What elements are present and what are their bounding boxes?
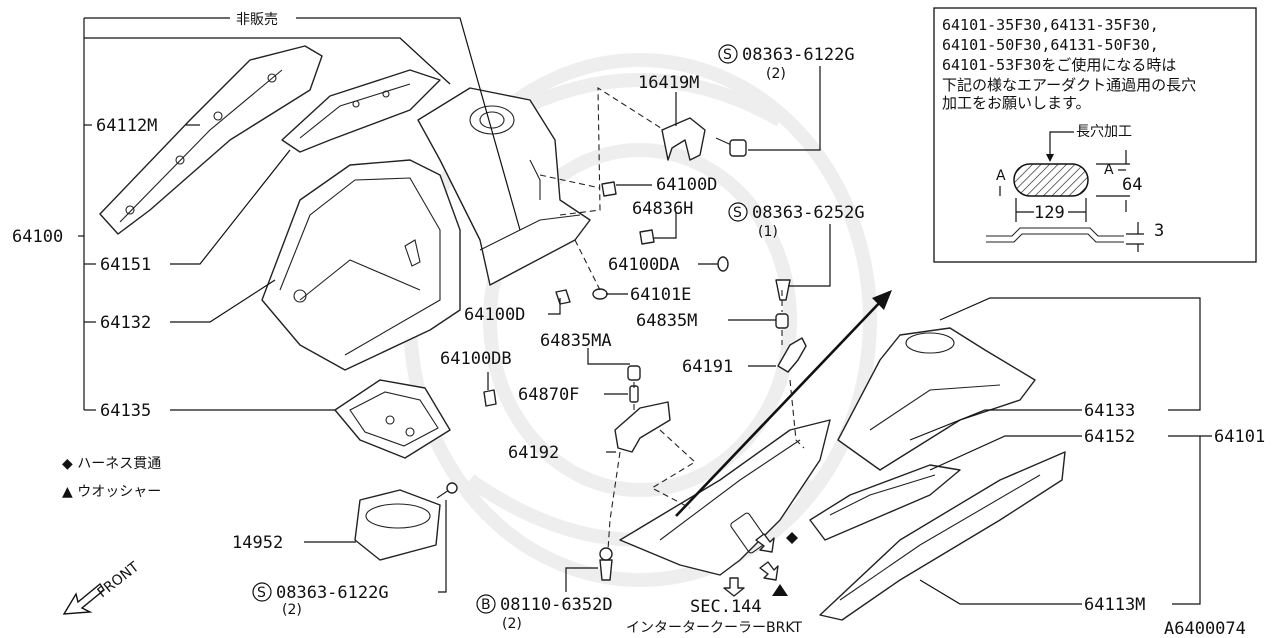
note-line-2: 64101-50F30,64131-50F30, — [942, 36, 1159, 54]
part-label-16419m: 16419M — [638, 73, 699, 93]
part-16419m-drawing — [661, 117, 747, 161]
part-64100-upper-drawing — [417, 87, 591, 286]
dashed-connectors — [539, 86, 805, 551]
s-symbol-mid-text: S — [733, 205, 742, 221]
part-label-64192: 64192 — [508, 443, 559, 463]
part-64132-drawing — [261, 159, 461, 371]
sec144-markers — [723, 532, 798, 597]
dim-3: 3 — [1154, 221, 1164, 241]
s-symbol-bot-text: S — [257, 585, 266, 601]
part-64191-drawing — [777, 337, 807, 373]
part-label-64835m: 64835M — [636, 311, 697, 331]
part-64113m-drawing — [819, 451, 1066, 621]
part-label-14952: 14952 — [232, 533, 283, 553]
part-64151-drawing — [281, 69, 441, 153]
screw-label-08363-mid: 08363-6252G — [752, 203, 865, 223]
leader-lines — [78, 17, 1212, 605]
dim-a-left: A — [996, 168, 1006, 184]
dim-a-right: A — [1104, 162, 1114, 178]
part-64101-drawing — [619, 419, 831, 576]
part-label-64836h: 64836H — [632, 199, 693, 219]
part-64192-drawing — [614, 401, 671, 453]
part-label-64101e: 64101E — [630, 285, 691, 305]
part-label-64835ma: 64835MA — [540, 331, 612, 351]
screw-label-08363-top: 08363-6122G — [742, 45, 855, 65]
note-line-1: 64101-35F30,64131-35F30, — [942, 16, 1159, 34]
sec144-label: SEC.144 — [690, 597, 762, 617]
s-symbol-bot — [252, 582, 272, 602]
note-line-5: 加工をお願いします。 — [942, 94, 1091, 112]
part-label-64870f: 64870F — [518, 385, 579, 405]
part-64135-drawing — [334, 379, 451, 459]
part-64133-drawing — [837, 327, 1036, 471]
bolt-label-08110: 08110-6352D — [500, 595, 613, 615]
front-label: FRONT — [95, 559, 143, 601]
slot-label: 長穴加工 — [1076, 124, 1132, 140]
note-line-4: 下記の様なエアーダクト通過用の長穴 — [942, 76, 1196, 94]
not-for-sale-label: 非販売 — [236, 12, 278, 28]
part-label-64100da: 64100DA — [608, 255, 680, 275]
screw-qty-mid: (1) — [758, 224, 778, 240]
part-label-64135: 64135 — [100, 401, 151, 421]
bolts-drawing — [599, 547, 613, 581]
sec144-desc: インタータークーラーBRKT — [626, 620, 802, 636]
part-label-64151: 64151 — [100, 255, 151, 275]
legend-triangle: ▲ ウオッシャー — [62, 484, 161, 500]
bolt-qty: (2) — [502, 616, 522, 632]
s-symbol-top — [718, 44, 738, 64]
part-14952-drawing — [354, 482, 458, 561]
screw-qty-top: (2) — [766, 66, 786, 82]
b-symbol-text: B — [481, 597, 491, 613]
assembly-arrow — [675, 290, 892, 517]
screw-label-08363-bot: 08363-6122G — [276, 583, 389, 603]
figure-code: A6400074 — [1164, 619, 1246, 638]
part-label-64132: 64132 — [100, 313, 151, 333]
s-symbol-top-text: S — [723, 47, 732, 63]
s-symbol-mid — [728, 202, 748, 222]
part-label-64101: 64101 — [1214, 427, 1265, 447]
slot-shape — [1013, 163, 1089, 197]
part-label-64100: 64100 — [12, 227, 63, 247]
part-label-64113m: 64113M — [1084, 595, 1145, 615]
part-64112m-drawing — [99, 45, 323, 235]
front-arrow — [62, 582, 105, 615]
legend-diamond: ◆ ハーネス貫通 — [62, 456, 161, 472]
screw-qty-bot: (2) — [282, 602, 302, 618]
part-label-64191: 64191 — [682, 357, 733, 377]
dim-64: 64 — [1122, 175, 1142, 195]
b-symbol — [476, 594, 496, 614]
note-line-3: 64101-53F30をご使用になる時は — [942, 56, 1176, 74]
part-label-64100db: 64100DB — [440, 349, 512, 369]
labels: 非販売 64112M 64100 64151 64132 64135 16419… — [12, 12, 1265, 638]
part-label-64100d-left: 64100D — [464, 305, 525, 325]
part-64152-drawing — [809, 464, 961, 541]
part-label-64112m: 64112M — [96, 116, 157, 136]
dim-129: 129 — [1034, 203, 1065, 223]
part-label-64100d: 64100D — [656, 175, 717, 195]
part-label-64152: 64152 — [1084, 427, 1135, 447]
note-box: 64101-35F30,64131-35F30, 64101-50F30,641… — [933, 7, 1257, 263]
part-label-64133: 64133 — [1084, 401, 1135, 421]
